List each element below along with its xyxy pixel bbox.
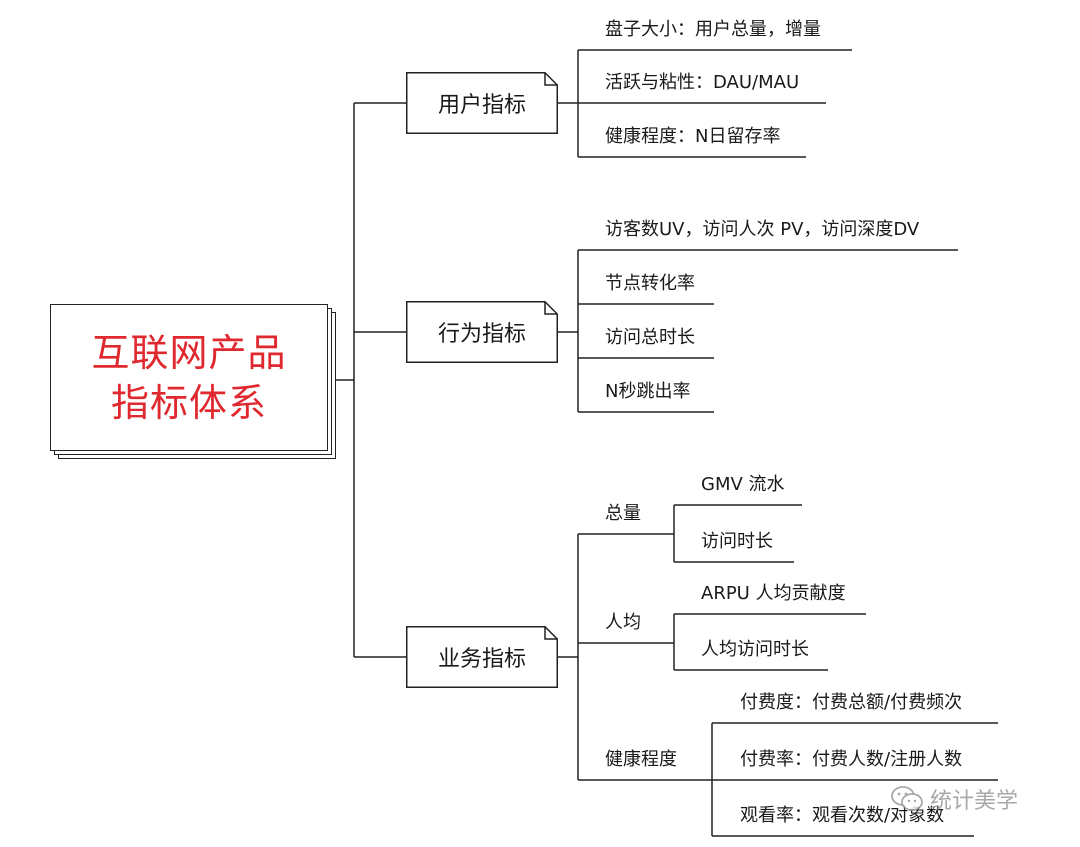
leaf-item[interactable]: 访客数UV，访问人次 PV，访问深度DV <box>605 219 920 240</box>
subgroup-label[interactable]: 健康程度 <box>605 749 677 770</box>
leaf-item[interactable]: 健康程度：N日留存率 <box>605 126 781 147</box>
node-label: 用户指标 <box>437 93 526 118</box>
node-business-metrics[interactable]: 业务指标 <box>406 626 558 688</box>
leaf-item[interactable]: 人均访问时长 <box>701 639 809 660</box>
watermark: 统计美学 <box>890 783 1018 815</box>
root-title: 互联网产品 指标体系 <box>91 330 287 425</box>
note-shape <box>406 626 558 688</box>
leaf-item[interactable]: GMV 流水 <box>701 474 785 495</box>
leaf-item[interactable]: N秒跳出率 <box>605 381 691 402</box>
note-shape <box>406 72 558 134</box>
leaf-item[interactable]: 访问总时长 <box>605 327 695 348</box>
root-node[interactable]: 互联网产品 指标体系 <box>50 304 328 451</box>
leaf-item[interactable]: 活跃与粘性：DAU/MAU <box>605 72 800 93</box>
watermark-text: 统计美学 <box>930 789 1019 814</box>
node-user-metrics[interactable]: 用户指标 <box>406 72 558 134</box>
leaf-item[interactable]: 付费率：付费人数/注册人数 <box>740 749 963 770</box>
node-behavior-metrics[interactable]: 行为指标 <box>406 301 558 363</box>
leaf-item[interactable]: ARPU 人均贡献度 <box>701 583 846 604</box>
leaf-item[interactable]: 观看率：观看次数/对象数 <box>740 805 945 826</box>
subgroup-label[interactable]: 人均 <box>605 612 641 633</box>
leaf-item[interactable]: 付费度：付费总额/付费频次 <box>740 692 963 713</box>
subgroup-label[interactable]: 总量 <box>605 503 641 524</box>
note-shape <box>406 301 558 363</box>
node-label: 业务指标 <box>437 647 526 672</box>
leaf-item[interactable]: 盘子大小：用户总量，增量 <box>605 19 821 40</box>
wechat-icon <box>891 786 923 811</box>
leaf-item[interactable]: 访问时长 <box>701 531 773 552</box>
node-label: 行为指标 <box>437 322 526 347</box>
leaf-item[interactable]: 节点转化率 <box>605 273 695 294</box>
